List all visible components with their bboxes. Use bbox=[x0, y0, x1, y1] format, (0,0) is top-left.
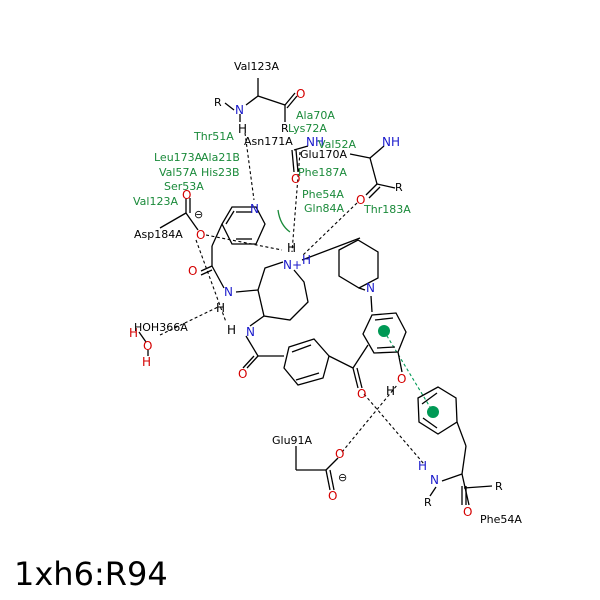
atom-o-water: O bbox=[143, 339, 152, 353]
label-gln84: Gln84A bbox=[304, 202, 345, 215]
label-glu170: Glu170A bbox=[300, 148, 348, 161]
atom-r-val123: R bbox=[214, 96, 222, 109]
label-leu173: Leu173A bbox=[154, 151, 203, 164]
residue-glu91 bbox=[295, 446, 339, 491]
label-phe54-green: Phe54A bbox=[302, 188, 344, 201]
atom-r-glu170: R bbox=[395, 181, 403, 194]
atom-o-amide2: O bbox=[238, 367, 247, 381]
label-thr51: Thr51A bbox=[193, 130, 234, 143]
residue-labels: Val123A Asn171A Glu170A Asp184A HOH366A … bbox=[134, 60, 522, 526]
residue-phe54-ring bbox=[417, 386, 493, 506]
atom-o-ketone: O bbox=[357, 387, 366, 401]
label-val57: Val57A bbox=[159, 166, 197, 179]
atom-r1-phe54: R bbox=[424, 496, 432, 509]
atom-nplus-azepane: N+ bbox=[283, 258, 302, 272]
label-hoh366: HOH366A bbox=[134, 321, 188, 334]
atom-o-asn171: O bbox=[291, 172, 300, 186]
label-ala70: Ala70A bbox=[296, 109, 335, 122]
atom-o-amide1: O bbox=[188, 264, 197, 278]
atom-o1-glu91: O bbox=[335, 447, 344, 461]
pi-stacking bbox=[378, 325, 439, 418]
atom-n-val123: N bbox=[235, 103, 244, 117]
atom-n-amide2: N bbox=[246, 325, 255, 339]
atom-o-glu170: O bbox=[356, 193, 365, 207]
label-val52: Val52A bbox=[318, 138, 356, 151]
water-hoh366 bbox=[138, 331, 149, 356]
atom-h-amide1: H bbox=[216, 301, 225, 315]
residue-glu170-backbone bbox=[349, 145, 396, 199]
ligand-piperidine bbox=[338, 239, 379, 313]
atom-h-right: H bbox=[302, 253, 311, 267]
label-glu91: Glu91A bbox=[272, 434, 313, 447]
label-val123-top: Val123A bbox=[234, 60, 279, 73]
charge-minus-asp184: ⊖ bbox=[194, 208, 203, 221]
atom-h2-water: H bbox=[142, 355, 151, 369]
atom-h-amide2: H bbox=[227, 323, 236, 337]
diagram-title: 1xh6:R94 bbox=[14, 555, 168, 593]
label-lys72: Lys72A bbox=[288, 122, 327, 135]
residue-asn171 bbox=[291, 145, 309, 173]
atom-o1-asp184: O bbox=[182, 188, 191, 202]
charge-minus-glu91: ⊖ bbox=[338, 471, 347, 484]
label-ser53: Ser53A bbox=[164, 180, 204, 193]
atom-h-val123: H bbox=[238, 122, 247, 136]
hydrogen-bonds bbox=[159, 132, 425, 465]
atom-o-hydroxyl: O bbox=[397, 372, 406, 386]
atom-nh-asn171: NH bbox=[306, 135, 324, 149]
ring-centroid-ligand bbox=[378, 325, 390, 337]
ligand-ketone bbox=[352, 344, 369, 389]
atom-h-nplus: H bbox=[287, 241, 296, 255]
atom-h1-water: H bbox=[129, 326, 138, 340]
atom-labels: R N H O R NH NH R O O N O O ⊖ H N+ H O N… bbox=[129, 87, 503, 519]
ring-centroid-phe54 bbox=[427, 406, 439, 418]
atom-n-phe54: N bbox=[430, 473, 439, 487]
atom-o2-glu91: O bbox=[328, 489, 337, 503]
hydrophobic-contact-arc bbox=[277, 209, 291, 233]
atom-n-piperidine: N bbox=[366, 281, 375, 295]
atom-n-pyridine: N bbox=[250, 202, 259, 216]
label-phe54-bottom: Phe54A bbox=[480, 513, 522, 526]
hydrophobic-labels: Ala70A Lys72A Thr51A Val52A Leu173A Ala2… bbox=[133, 109, 411, 216]
label-asn171: Asn171A bbox=[244, 135, 293, 148]
label-his23b: His23B bbox=[201, 166, 240, 179]
atom-o2-asp184: O bbox=[196, 228, 205, 242]
ligand-phenyl-ring bbox=[362, 312, 407, 373]
label-asp184: Asp184A bbox=[134, 228, 183, 241]
label-phe187: Phe187A bbox=[298, 166, 347, 179]
atom-h-hydroxyl: H bbox=[386, 384, 395, 398]
atom-n-amide1: N bbox=[224, 285, 233, 299]
atom-o-phe54: O bbox=[463, 505, 472, 519]
label-val123-green: Val123A bbox=[133, 195, 178, 208]
residue-val123-backbone bbox=[224, 78, 298, 122]
label-thr183: Thr183A bbox=[363, 203, 411, 216]
residue-asp184 bbox=[159, 198, 199, 231]
atom-r-asn: R bbox=[281, 122, 289, 135]
ligand-benzoyl-ring bbox=[242, 335, 354, 386]
atom-o-val123: O bbox=[296, 87, 305, 101]
ligand-pyridine bbox=[200, 206, 266, 289]
atom-h-phe54: H bbox=[418, 459, 427, 473]
atom-r2-phe54: R bbox=[495, 480, 503, 493]
atom-nh-glu170: NH bbox=[382, 135, 400, 149]
label-ala21b: Ala21B bbox=[201, 151, 240, 164]
ligand-azepane bbox=[235, 237, 361, 327]
